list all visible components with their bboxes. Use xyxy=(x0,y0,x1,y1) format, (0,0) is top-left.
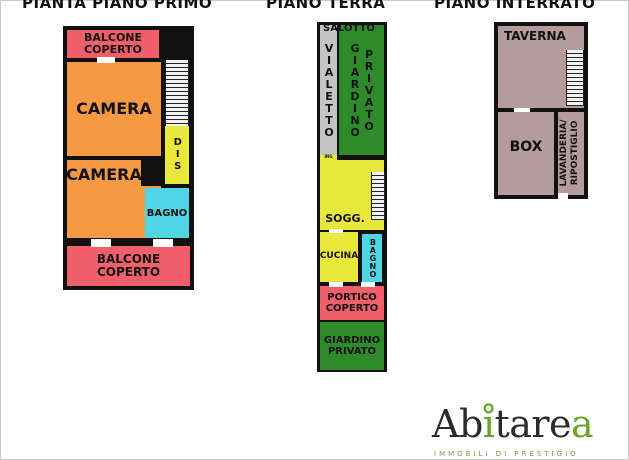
portico-label-1: PORTICO xyxy=(327,292,377,303)
stairs xyxy=(566,50,584,106)
lavanderia-label: LAVANDERIA/ xyxy=(559,119,570,187)
sogg-label: SOGG. xyxy=(325,211,365,225)
logo-figure-icon: ı̊ xyxy=(482,402,495,446)
balcone-top-label-2: COPERTO xyxy=(84,43,142,56)
area-portico-coperto: PORTICO COPERTO xyxy=(320,286,384,320)
ripostiglio-label: RIPOSTIGLIO xyxy=(570,120,581,186)
logo-text-3: a xyxy=(571,402,594,446)
room-lavanderia-ripostiglio: LAVANDERIA/ RIPOSTIGLIO xyxy=(558,112,584,195)
room-camera-2: CAMERA xyxy=(66,160,142,238)
balcone-bottom-label-1: BALCONE xyxy=(96,251,161,266)
salotto-label: SALOTTO xyxy=(323,22,375,34)
title-first-floor: PIANTA PIANO PRIMO xyxy=(22,0,213,12)
dis-label: DIS xyxy=(172,137,184,173)
area-giardino-privato-side: GIARDINO PRIVATO xyxy=(339,25,384,155)
room-dis: DIS xyxy=(165,126,189,184)
area-vialetto: VIALETTO xyxy=(320,25,337,155)
door-opening xyxy=(558,193,568,199)
door-opening xyxy=(329,282,343,287)
bagno-ground-label: BAGNO xyxy=(368,238,378,278)
door-opening xyxy=(153,239,173,247)
room-camera-1: CAMERA xyxy=(67,62,161,156)
room-bagno-first: BAGNO xyxy=(145,188,189,238)
area-ingresso: ING xyxy=(320,155,337,160)
door-opening xyxy=(361,282,375,287)
basement-plan: TAVERNA BOX LAVANDERIA/ RIPOSTIGLIO xyxy=(494,22,588,199)
room-cucina: CUCINA xyxy=(320,232,358,282)
balcone-bottom-label-2: COPERTO xyxy=(96,265,161,279)
room-bagno-ground: BAGNO xyxy=(362,234,382,282)
door-opening xyxy=(329,229,343,233)
title-basement: PIANO INTERRATO xyxy=(434,0,596,12)
area-giardino-privato-bottom: GIARDINO PRIVATO xyxy=(320,322,384,370)
abitarea-logo: Abı̊tarea xyxy=(432,402,594,446)
logo-text-2: tare xyxy=(494,402,572,446)
giardino-side-label-1: GIARDINO xyxy=(348,42,362,138)
door-opening xyxy=(97,57,115,63)
door-opening xyxy=(514,108,530,112)
balcone-top-label-1: BALCONE xyxy=(83,30,143,44)
room-box: BOX xyxy=(498,112,554,195)
door-opening xyxy=(91,239,111,247)
giardino-bottom-label-2: PRIVATO xyxy=(327,346,377,357)
room-balcone-bottom: BALCONE COPERTO xyxy=(67,246,190,286)
stairs xyxy=(371,172,385,220)
giardino-side-label-2: PRIVATO xyxy=(362,48,376,132)
logo-text-1: Ab xyxy=(432,402,483,446)
room-balcone-top: BALCONE COPERTO xyxy=(67,30,159,58)
title-ground-floor: PIANO TERRA xyxy=(266,0,386,12)
logo-tagline: IMMOBILI DI PRESTIGIO xyxy=(434,450,579,458)
giardino-bottom-label-1: GIARDINO xyxy=(323,335,381,346)
ground-floor-plan: VIALETTO GIARDINO PRIVATO ING SALOTTO SO… xyxy=(317,22,387,372)
portico-label-2: COPERTO xyxy=(325,303,379,314)
vialetto-label: VIALETTO xyxy=(322,42,336,138)
first-floor-plan: BALCONE COPERTO CAMERA CAMERA DIS BAGNO … xyxy=(63,26,194,290)
